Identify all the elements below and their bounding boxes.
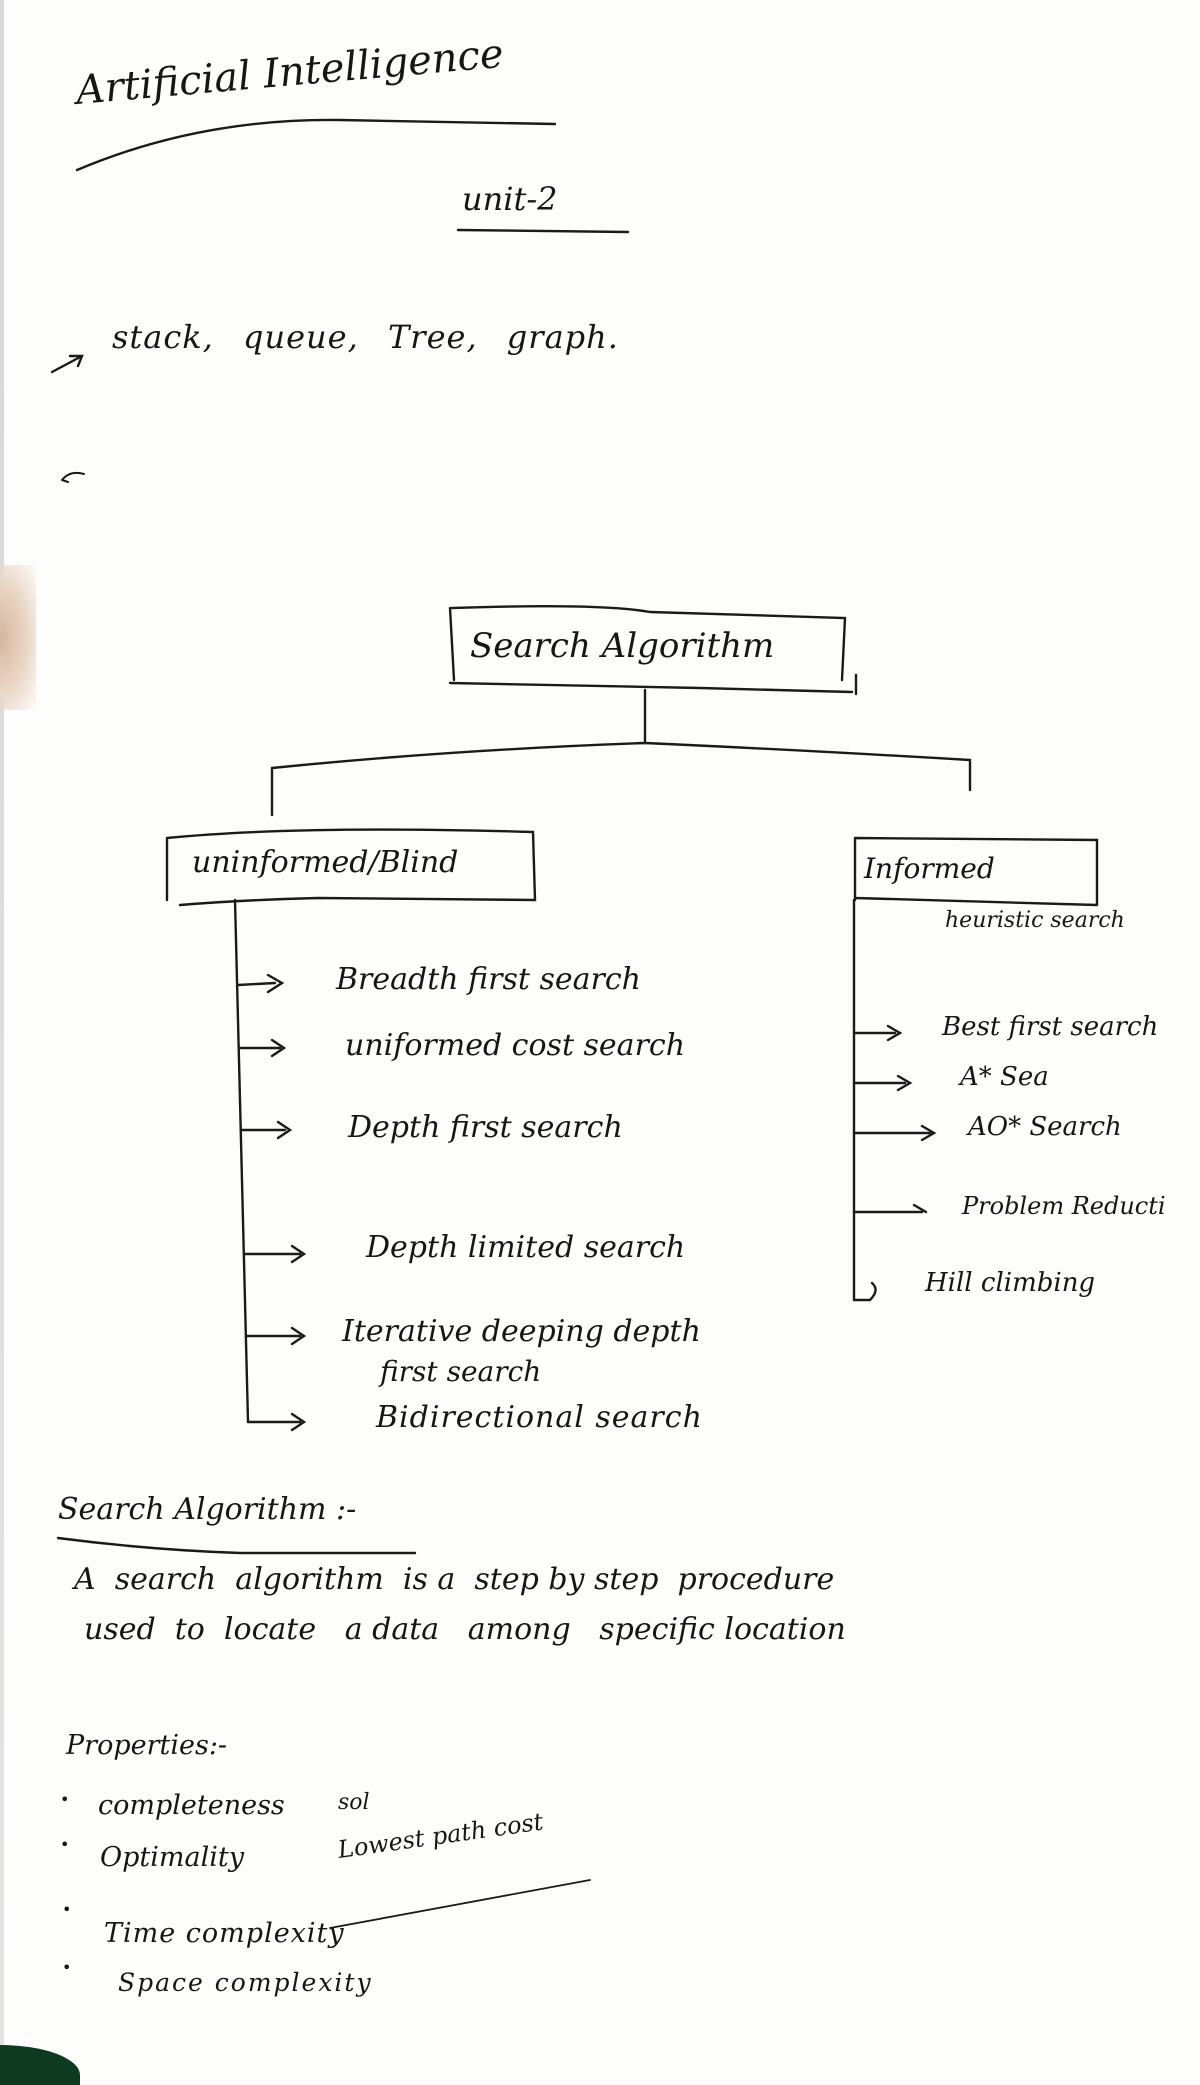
- uninformed-node-label: uninformed/Blind: [192, 845, 459, 880]
- unit-underline: [456, 228, 630, 234]
- list-item: first search: [380, 1355, 542, 1388]
- list-item: Depth limited search: [366, 1230, 686, 1265]
- definition-line-1: A search algorithm is a step by step pro…: [74, 1562, 835, 1597]
- root-node-label: Search Algorithm: [470, 626, 775, 666]
- stray-mark-icon: [61, 471, 85, 483]
- informed-box: [853, 836, 1099, 907]
- bullet-icon: •: [62, 1900, 72, 1919]
- property-item: completeness: [98, 1790, 285, 1821]
- list-item: AO* Search: [968, 1112, 1122, 1142]
- definition-heading: Search Algorithm :-: [58, 1492, 357, 1527]
- list-item: Iterative deeping depth: [342, 1314, 701, 1349]
- page-edge: [0, 0, 4, 2069]
- list-item: Depth first search: [348, 1110, 623, 1145]
- thumb-shadow: [0, 565, 36, 710]
- bullet-icon: •: [60, 1790, 70, 1809]
- property-item: Time complexity: [104, 1918, 345, 1949]
- property-item: Space complexity: [118, 1968, 373, 1997]
- property-item: Optimality: [100, 1842, 244, 1873]
- unit-label: unit-2: [462, 180, 558, 218]
- title-underline: [75, 118, 557, 172]
- list-item: A* Sea: [960, 1062, 1049, 1092]
- uninformed-box: [165, 828, 537, 907]
- topics-line: stack, queue, Tree, graph.: [112, 318, 619, 356]
- list-item: uniformed cost search: [345, 1028, 686, 1063]
- topic-arrow-icon: [50, 354, 84, 374]
- list-item: Best first search: [942, 1012, 1159, 1042]
- bullet-icon: •: [62, 1958, 72, 1977]
- properties-heading: Properties:-: [66, 1730, 228, 1761]
- informed-sublabel: heuristic search: [945, 908, 1125, 933]
- definition-line-2: used to locate a data among specific loc…: [84, 1612, 846, 1647]
- list-item: Problem Reducti: [962, 1192, 1166, 1220]
- bullet-icon: •: [60, 1835, 70, 1854]
- list-item: Breadth first search: [336, 962, 641, 997]
- list-item: Bidirectional search: [376, 1400, 703, 1435]
- property-note: sol: [338, 1790, 370, 1815]
- list-item: Hill climbing: [925, 1268, 1096, 1298]
- informed-node-label: Informed: [864, 852, 995, 885]
- root-box: [448, 605, 858, 696]
